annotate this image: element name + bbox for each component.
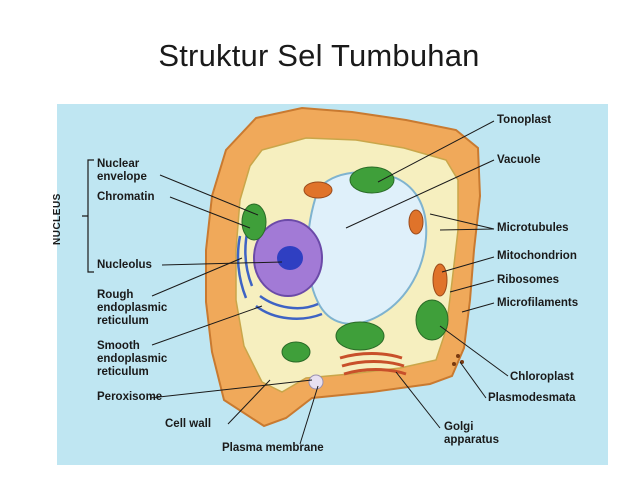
label-line: envelope (97, 171, 147, 183)
label-ribosomes: Ribosomes (497, 274, 559, 286)
chloroplast (281, 341, 311, 363)
label-line: endoplasmic (97, 302, 168, 314)
label-microfilaments: Microfilaments (497, 297, 579, 309)
label-plasmodesmata: Plasmodesmata (488, 392, 576, 404)
mitochondrion (303, 181, 333, 199)
chloroplast (415, 299, 449, 341)
chloroplast (349, 166, 395, 194)
rough-er (236, 227, 323, 320)
nucleus-group-label: NUCLEUS (52, 193, 63, 245)
label-nucleolus: Nucleolus (97, 259, 152, 271)
peroxisome (308, 374, 324, 390)
label-line: endoplasmic (97, 353, 168, 365)
mitochondria (303, 181, 448, 297)
chloroplast (335, 321, 385, 351)
label-tonoplast: Tonoplast (497, 114, 552, 126)
label-microtubules: Microtubules (497, 222, 569, 234)
label-mitochondrion: Mitochondrion (497, 250, 577, 262)
label-golgi: Golgi apparatus (444, 421, 499, 447)
label-line: reticulum (97, 315, 149, 327)
label-line: Smooth (97, 340, 140, 352)
nucleus-bracket (82, 159, 94, 273)
label-chloroplast: Chloroplast (510, 371, 574, 383)
label-line: reticulum (97, 366, 149, 378)
page-title: Struktur Sel Tumbuhan (158, 38, 480, 73)
chloroplast (241, 203, 267, 241)
plasmodesmata (452, 354, 464, 366)
leader-lines (149, 120, 509, 445)
golgi-apparatus (339, 352, 407, 376)
nucleolus (277, 246, 303, 270)
mitochondrion (432, 263, 448, 297)
label-line: Nuclear (97, 158, 140, 170)
label-chromatin: Chromatin (97, 191, 155, 203)
label-line: Rough (97, 289, 134, 301)
mitochondrion (408, 209, 424, 235)
label-line: Golgi (444, 421, 474, 433)
chloroplasts (241, 166, 449, 363)
label-smooth-er: Smooth endoplasmic reticulum (97, 340, 167, 379)
label-vacuole: Vacuole (497, 154, 541, 166)
label-plasma-membrane: Plasma membrane (222, 442, 324, 454)
label-rough-er: Rough endoplasmic reticulum (97, 289, 167, 328)
label-cell-wall: Cell wall (165, 418, 212, 430)
label-peroxisome: Peroxisome (97, 391, 163, 403)
label-nuclear-envelope: Nuclear envelope (97, 158, 147, 184)
label-line: apparatus (444, 434, 499, 446)
